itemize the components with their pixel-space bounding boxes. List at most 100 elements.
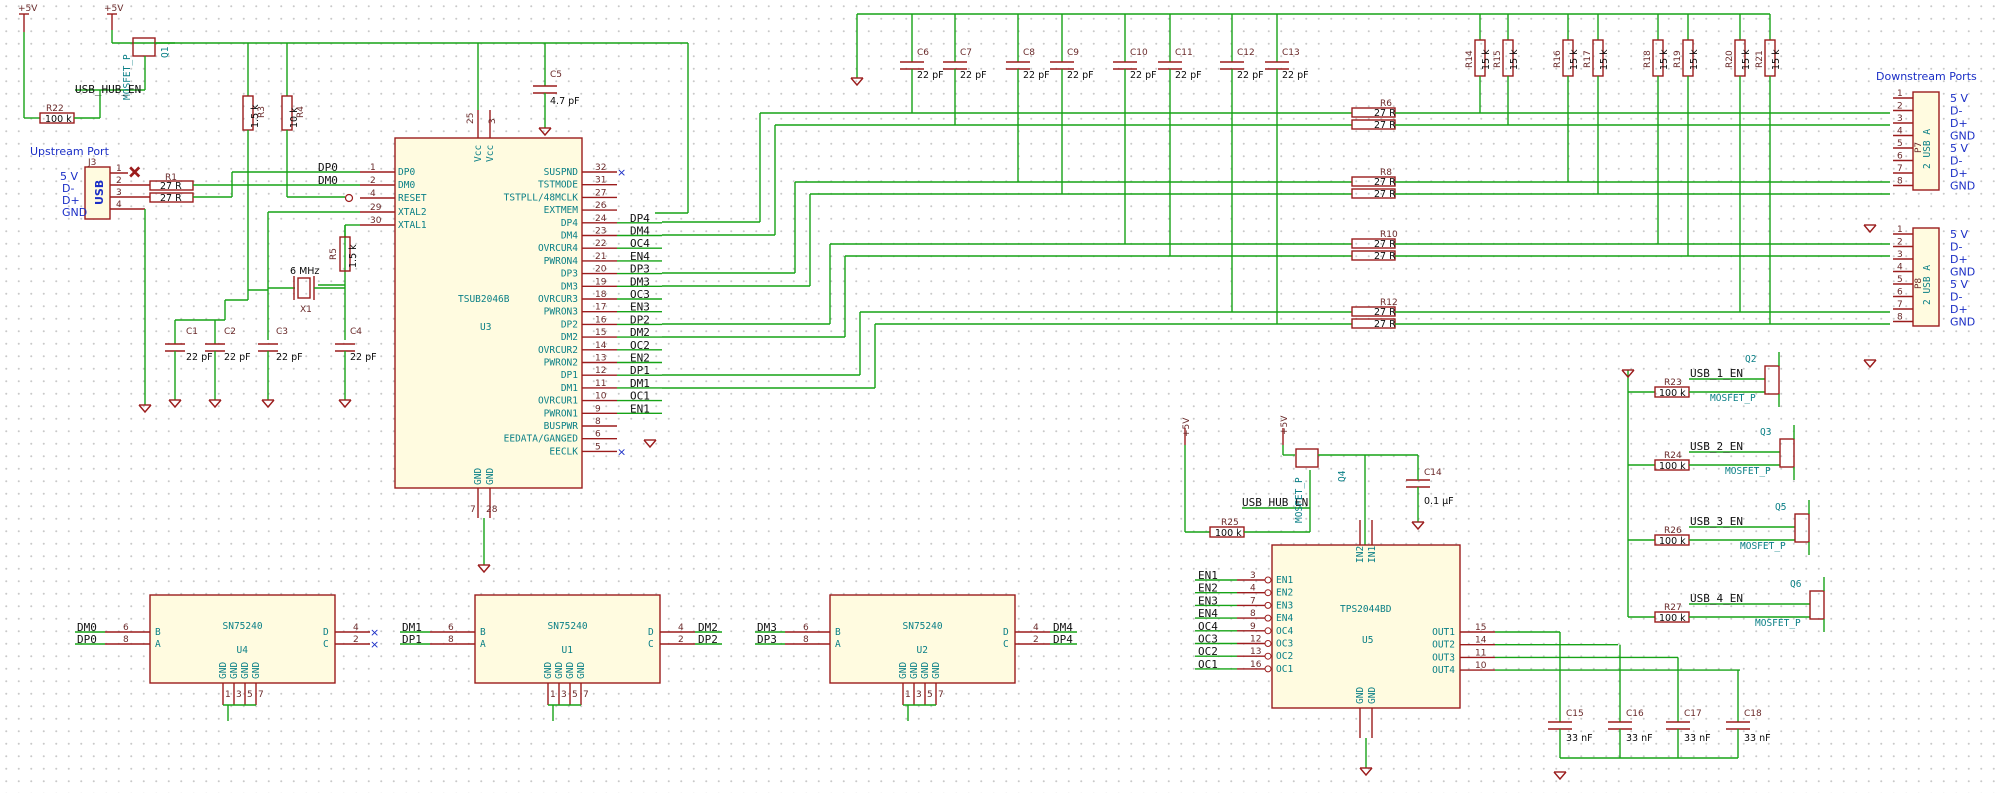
- line-cap-value: 22 pF: [917, 70, 944, 81]
- u5-pin-bubble: [1264, 665, 1272, 673]
- u5-net-label: EN4: [1198, 607, 1218, 620]
- pulldown-value: 15 k: [1689, 49, 1700, 70]
- q1-ref: Q1: [160, 46, 171, 58]
- line-cap-ref: C11: [1175, 48, 1193, 58]
- u3-net-label: EN4: [630, 250, 650, 263]
- u3-pin-number: 22: [595, 239, 606, 249]
- c1-ref: C1: [186, 327, 198, 337]
- svg-text:+5V: +5V: [1280, 415, 1290, 435]
- transceiver-pin-name: D: [1003, 627, 1009, 638]
- ground-symbol: [1621, 369, 1635, 379]
- transceiver-gnd-number: 3: [236, 690, 242, 700]
- power-label: +5V: [18, 4, 38, 14]
- transceiver-pin-name: C: [1003, 639, 1009, 650]
- transceiver-ref: U2: [917, 645, 928, 656]
- u5-pin-name: OUT1: [1432, 627, 1455, 638]
- u5-pin-number: 13: [1250, 647, 1261, 657]
- u5-pin-number: 16: [1250, 660, 1262, 670]
- u3-pin-number: 27: [595, 188, 606, 198]
- j3-pin-dminus: D-: [62, 182, 74, 195]
- q4-gate-net: USB_HUB_EN: [1242, 496, 1308, 509]
- j3-pin-gnd: GND: [62, 206, 87, 219]
- connector-pin-number: 7: [1897, 300, 1903, 310]
- c4-value: 22 pF: [350, 352, 377, 363]
- u3-right-pins: 32SUSPND×31TSTMODE27TSTPLL/48MCLK26EXTME…: [504, 163, 662, 458]
- connector-pin-name: GND: [1950, 180, 1975, 193]
- series-resistor-ref: R10: [1380, 230, 1398, 240]
- transceiver-pin-number: 8: [803, 635, 809, 645]
- u3-pin-number: 19: [595, 277, 607, 287]
- svg-text:2: 2: [116, 176, 122, 186]
- transceiver-net: DP0: [77, 633, 97, 646]
- transceiver-gnd-name: GND: [543, 662, 554, 679]
- u3-net-label: EN2: [630, 352, 650, 365]
- hub-ic-u3: 25 3 Vcc Vcc TSUB2046B U3 GND GND 7 28 1…: [360, 110, 662, 565]
- transceiver-out-net: DM2: [698, 621, 718, 634]
- r25-ref: R25: [1221, 518, 1239, 528]
- u3-pin-name: EXTMEM: [544, 205, 579, 216]
- ground-symbol: [338, 399, 352, 409]
- transceiver-value: SN75240: [223, 621, 263, 632]
- ground-symbol: [261, 399, 275, 409]
- u3-pin-name: DM4: [561, 231, 578, 242]
- u3-pin-number: 32: [595, 163, 606, 173]
- fet-value: MOSFET_P: [1710, 393, 1756, 404]
- pulldown-ref: R20: [1725, 50, 1735, 68]
- series-resistor-value: 27 R: [1374, 189, 1396, 200]
- r5-ref: R5: [329, 248, 339, 260]
- line-cap-value: 22 pF: [1175, 70, 1202, 81]
- u3-pin-number: 6: [595, 430, 601, 440]
- transceiver-gnd-number: 3: [916, 690, 922, 700]
- u5-pin-number: 10: [1475, 661, 1487, 671]
- u3-pin-name: DM1: [561, 383, 578, 394]
- u5-value: TPS2044BD: [1340, 604, 1392, 615]
- u5-pin-number: 12: [1250, 635, 1261, 645]
- pulldown-ref: R18: [1643, 50, 1653, 68]
- pulldown-value: 15 k: [1569, 49, 1580, 70]
- c14-ref: C14: [1424, 468, 1442, 478]
- line-cap-value: 22 pF: [1130, 70, 1157, 81]
- u3-net-label: EN1: [630, 402, 650, 415]
- pullup-r4: 10 k R4: [281, 88, 306, 197]
- power-symbol-1: +5V: [18, 4, 38, 32]
- transceiver-value: SN75240: [548, 621, 588, 632]
- u3-pin-number: 26: [595, 201, 607, 211]
- connector-pin-name: D+: [1950, 117, 1968, 130]
- u3-net-label: OC4: [630, 237, 650, 250]
- u3-pin-name: PWRON2: [544, 358, 578, 369]
- pulldown-value: 15 k: [1509, 49, 1520, 70]
- u5-net-label: OC4: [1198, 620, 1218, 633]
- ground-symbol: [208, 399, 222, 409]
- u3-pin-number: 31: [595, 176, 606, 186]
- upstream-net-labels: DP0 DM0: [231, 161, 360, 203]
- u3-pin-name: DM3: [561, 281, 578, 292]
- pulldown-value: 15 k: [1771, 49, 1782, 70]
- u5-pin-number: 15: [1475, 623, 1486, 633]
- u3-pin-name: XTAL2: [398, 207, 427, 218]
- line-cap-ref: C13: [1282, 48, 1300, 58]
- transceiver-body: [149, 594, 336, 684]
- connector-pin-name: D+: [1950, 167, 1968, 180]
- u3-pin-25: 25: [466, 113, 476, 124]
- cap-c14: C14 0.1 μF: [1406, 468, 1454, 522]
- pulldown-value: 15 k: [1481, 49, 1492, 70]
- pulldown-ref: R16: [1553, 50, 1563, 68]
- fet-ref: Q6: [1790, 579, 1802, 590]
- r5-value: 1.5 k: [348, 244, 359, 268]
- j3-pin-5v: 5 V: [60, 170, 78, 183]
- connector-pin-number: 1: [1897, 89, 1903, 99]
- transceiver-value: SN75240: [903, 621, 943, 632]
- u5-pin-bubble: [1264, 614, 1272, 622]
- u3-pin-number: 2: [370, 176, 376, 186]
- line-cap-value: 22 pF: [960, 70, 987, 81]
- fet-resistor-ref: R26: [1664, 526, 1682, 536]
- connector-pin-name: 5 V: [1950, 92, 1968, 105]
- transceiver-gnd-name: GND: [218, 662, 229, 679]
- line-cap-ref: C7: [960, 48, 972, 58]
- transceiver-gnd-number: 7: [938, 690, 944, 700]
- c5-value: 4.7 pF: [550, 96, 580, 107]
- u5-ref: U5: [1362, 635, 1373, 646]
- transceiver-pin-number: 4: [1033, 623, 1039, 633]
- u3-value: TSUB2046B: [458, 294, 510, 305]
- u3-pin-number: 16: [595, 315, 607, 325]
